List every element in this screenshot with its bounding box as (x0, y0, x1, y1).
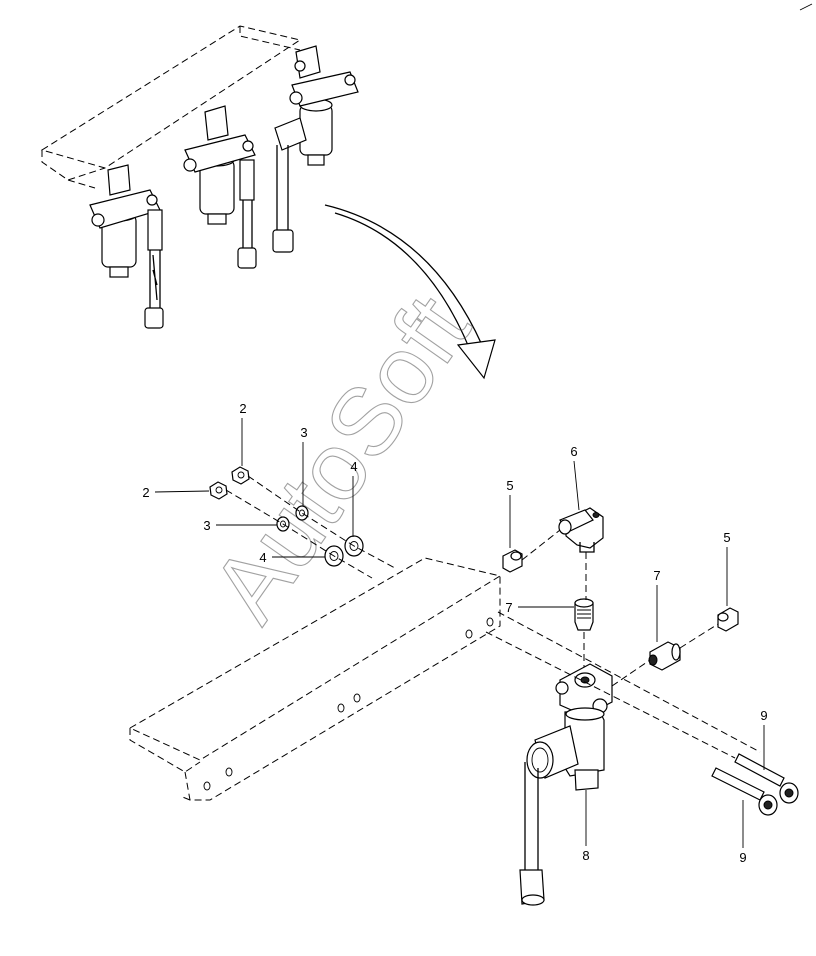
callout-3-left: 3 (203, 518, 277, 533)
zoom-arrow (324, 204, 496, 380)
elbow-fitting-6 (558, 507, 604, 553)
callout-9-lower: 9 (739, 800, 747, 865)
overview-valve-left (89, 164, 164, 329)
callout-3-top: 3 (300, 425, 308, 506)
callout-label: 3 (203, 518, 210, 533)
callout-label: 2 (142, 485, 149, 500)
callout-label: 5 (723, 530, 730, 545)
callout-label: 3 (300, 425, 307, 440)
callout-4-top: 4 (350, 459, 358, 537)
callout-label: 2 (239, 401, 246, 416)
bolt-9-lower (711, 767, 778, 816)
callout-label: 7 (653, 568, 660, 583)
detail-assembly (128, 466, 799, 906)
callout-8: 8 (582, 790, 590, 863)
corner-mark (799, 3, 813, 11)
washer-3-right (295, 505, 309, 521)
nipple-7-vertical (574, 598, 594, 631)
callout-label: 9 (760, 708, 767, 723)
watermark: AutoSoft (192, 277, 491, 640)
callout-label: 4 (350, 459, 357, 474)
callout-label: 5 (506, 478, 513, 493)
nut-2-left (209, 481, 228, 500)
callout-label: 4 (259, 550, 266, 565)
nut-5-right (717, 607, 739, 632)
callout-5-right: 5 (723, 530, 731, 606)
callout-7-right: 7 (653, 568, 661, 642)
callout-9-upper: 9 (760, 708, 768, 770)
callout-7-left: 7 (505, 600, 574, 615)
overview-rail (40, 25, 302, 189)
bolt-9-upper (734, 753, 799, 804)
callout-2-left: 2 (142, 485, 210, 500)
callout-6: 6 (570, 444, 580, 511)
nut-2-right (231, 466, 250, 485)
callout-label: 8 (582, 848, 589, 863)
valve-body-8 (519, 663, 613, 906)
callout-label: 9 (739, 850, 746, 865)
callout-5-left: 5 (506, 478, 514, 548)
nut-5-left (502, 549, 523, 573)
callout-label: 6 (570, 444, 577, 459)
nipple-7-horizontal (648, 641, 681, 671)
callout-4-left: 4 (259, 550, 325, 565)
overview-valve-middle (183, 105, 257, 269)
detail-bracket (128, 557, 502, 801)
overview-valve-right (272, 45, 359, 253)
callout-2-top: 2 (239, 401, 247, 466)
callout-label: 7 (505, 600, 512, 615)
overview-assembly (40, 3, 813, 329)
